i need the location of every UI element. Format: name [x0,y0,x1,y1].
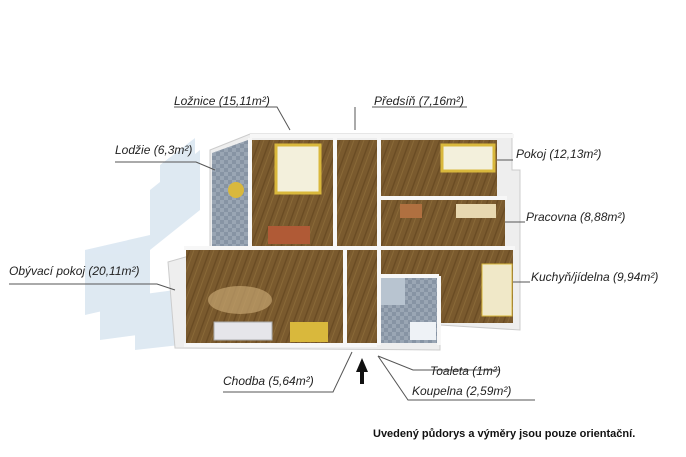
counter-kuchyn [481,263,513,317]
label-chodba: Chodba (5,64m²) [223,374,314,388]
room-toaleta [381,278,405,305]
room-chodba [347,250,377,343]
window-shadows [85,138,200,350]
label-predsin: Předsíň (7,16m²) [374,94,465,108]
label-pokoj: Pokoj (12,13m²) [516,147,602,161]
entrance-arrow-icon [356,358,368,384]
bathtub [410,322,436,340]
label-loznice: Ložnice (15,11m²) [174,94,270,108]
leader-lines [9,106,535,401]
room-predsin [337,140,377,246]
chair-lodzie [228,182,244,198]
rug-obyvaci [208,286,272,314]
label-koupelna: Koupelna (2,59m²) [412,384,512,398]
desk-pracovna [456,204,496,218]
disclaimer-note: Uvedený půdorys a výměry jsou pouze orie… [373,428,636,440]
label-toaleta: Toaleta (1m²) [430,364,501,378]
furniture [208,143,513,342]
label-lodzie: Lodžie (6,3m²) [115,143,193,157]
dresser-loznice [268,226,310,244]
bed-pokoj [440,143,496,173]
walls [184,134,515,347]
label-pracovna: Pracovna (8,88m²) [526,210,626,224]
shelf-pracovna [400,204,422,218]
sofa-obyvaci [213,321,273,341]
label-kuchyn: Kuchyň/jídelna (9,94m²) [531,270,659,284]
label-obyvaci: Obývací pokoj (20,11m²) [9,264,140,278]
table-obyvaci [290,322,328,342]
bed-loznice [274,143,322,195]
